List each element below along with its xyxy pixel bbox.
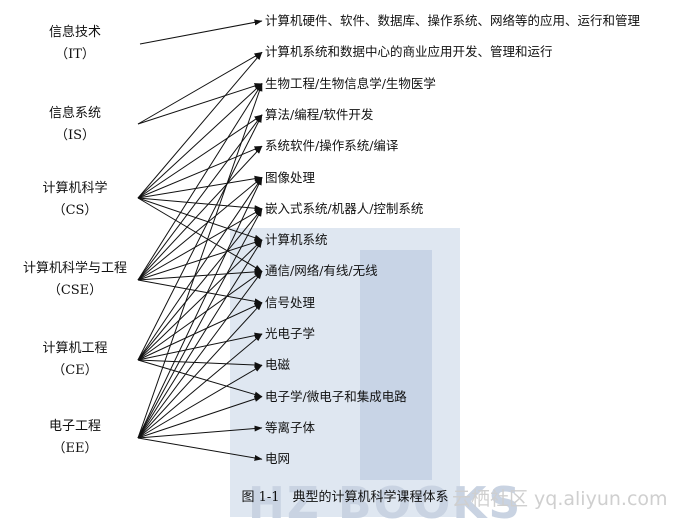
link-ce-to-11: [137, 359, 263, 368]
diagram-stage: HZ BOOKS 云栖社区 yq.aliyun.com 信息技术（IT）信息系统…: [0, 13, 668, 529]
link-cs-to-4: [137, 145, 263, 199]
link-ce-to-12: [137, 359, 263, 398]
program-name: 计算机工程: [42, 341, 108, 356]
program-abbr: （CE）: [52, 363, 98, 378]
link-cs-to-7: [137, 197, 263, 241]
link-cs-to-3: [137, 114, 263, 199]
curriculum-item: 生物工程/生物信息学/生物医学: [265, 75, 436, 91]
curriculum-item: 嵌入式系统/机器人/控制系统: [265, 200, 424, 216]
program-name: 计算机科学: [42, 181, 108, 196]
link-ee-to-11: [137, 364, 263, 439]
curriculum-item: 图像处理: [265, 169, 316, 185]
program-abbr: （CS）: [52, 203, 98, 218]
watermark-bar: [360, 250, 432, 480]
curriculum-item: 计算机系统和数据中心的商业应用开发、管理和运行: [265, 44, 553, 60]
curriculum-item: 光电子学: [265, 326, 316, 341]
program-ee: 电子工程 （EE）: [0, 416, 150, 460]
link-cs-to-8: [137, 197, 263, 272]
program-name: 信息技术: [48, 25, 101, 40]
link-it-to-0: [139, 19, 263, 45]
program-abbr: （CSE）: [47, 283, 103, 298]
program-name: 信息系统: [48, 106, 101, 121]
curriculum-item: 计算机硬件、软件、数据库、操作系统、网络等的应用、运行和管理: [265, 13, 641, 28]
figure-caption: 图 1-1 典型的计算机科学课程体系: [241, 490, 449, 505]
program-is: 信息系统 （IS）: [0, 103, 150, 147]
program-name: 电子工程: [48, 419, 101, 434]
link-ce-to-7: [137, 239, 263, 361]
link-ee-to-12: [137, 396, 263, 439]
link-ce-to-10: [137, 332, 263, 361]
program-it: 信息技术 （IT）: [0, 22, 150, 66]
link-is-to-2: [137, 83, 263, 125]
link-ce-to-3: [137, 114, 263, 361]
watermark-site: 云栖社区 yq.aliyun.com: [452, 488, 668, 510]
curriculum-item: 通信/网络/有线/无线: [265, 263, 378, 279]
link-is-to-1: [137, 51, 263, 125]
curriculum-item: 信号处理: [265, 294, 316, 310]
link-cse-to-3: [137, 114, 263, 281]
link-ce-to-9: [137, 302, 263, 361]
link-cs-to-1: [137, 51, 263, 199]
program-name: 计算机科学与工程: [22, 261, 127, 276]
curriculum-item: 电子学/微电子和集成电路: [265, 388, 407, 404]
link-ce-to-6: [137, 208, 263, 361]
link-ee-to-13: [137, 425, 263, 439]
link-cse-to-2: [137, 83, 263, 281]
program-abbr: （IT）: [55, 47, 95, 62]
curriculum-item: 系统软件/操作系统/编译: [265, 138, 399, 154]
link-ee-to-2: [137, 83, 263, 439]
link-cs-to-5: [137, 175, 263, 199]
link-ee-to-6: [137, 208, 263, 439]
link-ce-to-8: [137, 270, 263, 361]
program-cs: 计算机科学 （CS）: [0, 178, 150, 222]
link-ee-to-10: [137, 333, 263, 439]
link-cse-to-8: [137, 268, 263, 281]
curriculum-item: 等离子体: [265, 419, 316, 435]
link-cse-to-9: [137, 279, 263, 305]
link-ee-to-9: [137, 302, 263, 439]
program-abbr: （EE）: [52, 441, 98, 456]
curriculum-item: 电磁: [265, 357, 291, 373]
link-cse-to-5: [137, 177, 263, 281]
link-ee-to-7: [137, 239, 263, 439]
curriculum-item: 算法/编程/软件开发: [265, 106, 374, 122]
link-arrows: [137, 19, 263, 461]
link-ce-to-5: [137, 177, 263, 361]
program-cse: 计算机科学与工程 （CSE）: [0, 258, 150, 302]
link-cs-to-6: [137, 197, 263, 212]
program-ce: 计算机工程 （CE）: [0, 338, 150, 382]
link-ee-to-5: [137, 177, 263, 439]
program-abbr: （IS）: [54, 128, 96, 143]
curriculum-item: 计算机系统: [265, 232, 328, 248]
link-ee-to-8: [137, 270, 263, 439]
link-cs-to-2: [137, 83, 263, 199]
link-ee-to-14: [137, 437, 263, 461]
link-cse-to-4: [137, 145, 263, 281]
curriculum-item: 电网: [265, 451, 291, 467]
